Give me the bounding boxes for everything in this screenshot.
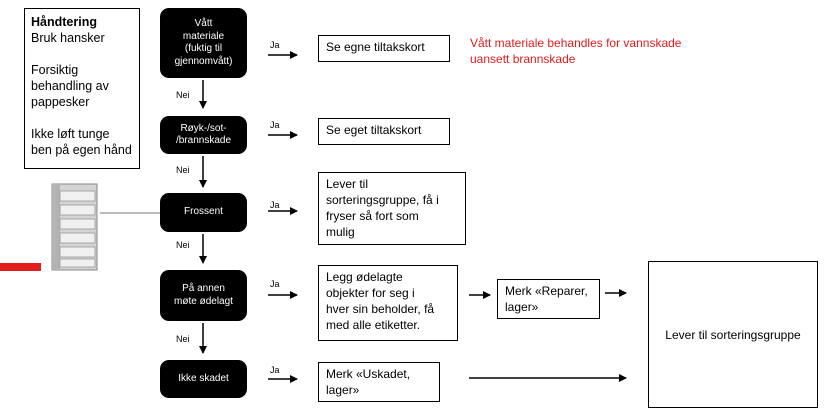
no-label: Nei (176, 90, 190, 100)
decision-unharmed: Ikke skadet (160, 360, 247, 398)
handling-line: Bruk hansker (31, 31, 105, 45)
decision-smoke-fire: Røyk-/sot- /brannskade (160, 116, 247, 154)
final-sorting-label: Lever til sorteringsgruppe (665, 327, 801, 342)
yes-label: Ja (270, 200, 280, 210)
yes-label: Ja (270, 279, 280, 289)
action-mark-unharmed: Merk «Uskadet, lager» (318, 362, 440, 402)
decision-otherwise-damaged: På annen møte ødelagt (160, 270, 247, 321)
wet-material-note: Vått materiale behandles for vannskade u… (470, 36, 682, 66)
mark-repair-box: Merk «Reparer, lager» (497, 279, 600, 319)
yes-label: Ja (270, 120, 280, 130)
action-see-own-cards: Se egne tiltakskort (318, 35, 450, 62)
final-sorting-box: Lever til sorteringsgruppe (648, 261, 818, 408)
action-see-own-card: Se eget tiltakskort (318, 118, 450, 145)
handling-title: Håndtering (31, 15, 97, 29)
no-label: Nei (176, 165, 190, 175)
decision-wet-material: Vått materiale (fuktig til gjennomvått) (160, 8, 247, 78)
action-separate-containers: Legg ødelagte objekter for seg i hver si… (318, 265, 458, 341)
handling-line: Ikke løft tunge ben på egen hånd (31, 127, 132, 157)
action-freezer: Lever til sorteringsgruppe, få i fryser … (318, 172, 466, 245)
handling-spacer (31, 110, 133, 126)
handling-line: Forsiktig behandling av pappesker (31, 63, 109, 109)
yes-label: Ja (270, 40, 280, 50)
no-label: Nei (176, 334, 190, 344)
yes-label: Ja (270, 365, 280, 375)
handling-spacer (31, 46, 133, 62)
freezer-rack-image (51, 183, 98, 271)
handling-box: Håndtering Bruk hansker Forsiktig behand… (24, 8, 140, 169)
red-edge-marker (0, 263, 41, 271)
no-label: Nei (176, 240, 190, 250)
decision-frozen: Frossent (160, 193, 247, 232)
